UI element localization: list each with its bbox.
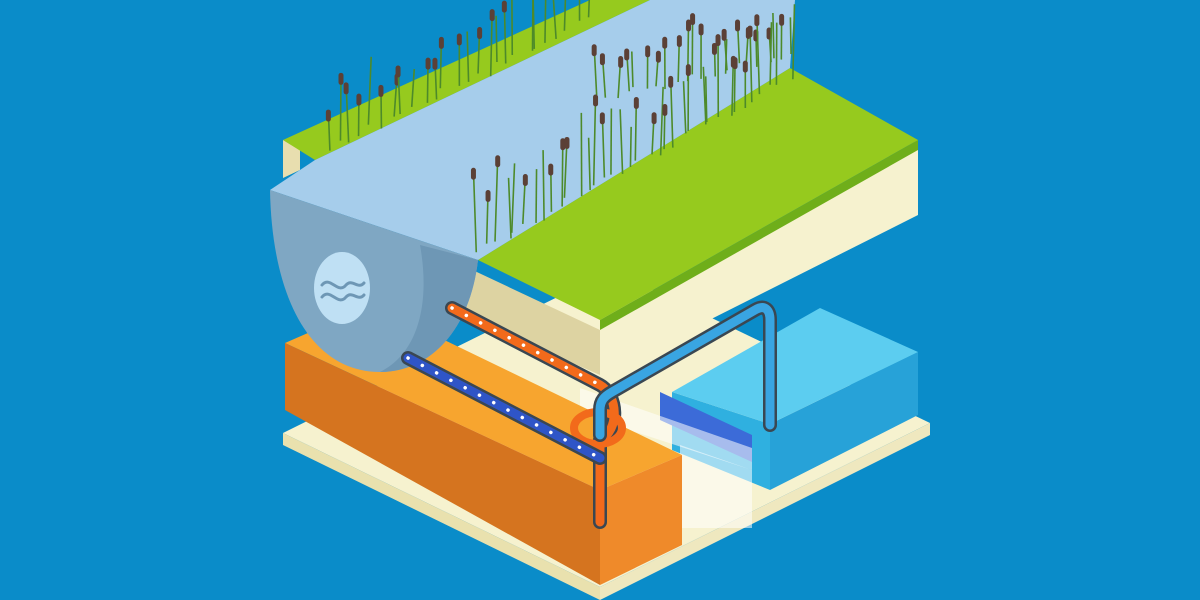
cattail bbox=[599, 53, 607, 98]
cattail bbox=[560, 138, 566, 207]
soil-block-front bbox=[600, 140, 918, 375]
cattail bbox=[702, 66, 707, 125]
cattail bbox=[651, 112, 657, 155]
blue-pipe bbox=[401, 351, 607, 465]
cattail bbox=[489, 9, 495, 77]
cattail bbox=[456, 33, 462, 86]
cattail bbox=[735, 19, 741, 64]
light-blue-pipe bbox=[593, 300, 777, 442]
water-reservoir-right bbox=[770, 352, 918, 490]
cattail bbox=[325, 109, 331, 151]
cattail bbox=[715, 34, 721, 117]
wave-icon bbox=[314, 252, 370, 324]
cattail bbox=[587, 137, 591, 191]
cattail bbox=[587, 0, 591, 18]
cattail bbox=[495, 15, 498, 63]
cattail bbox=[662, 104, 668, 150]
cattail bbox=[754, 14, 761, 95]
cattail bbox=[367, 56, 372, 125]
cattail bbox=[552, 0, 557, 39]
cattail bbox=[432, 57, 438, 100]
cattail bbox=[378, 84, 384, 129]
cattail bbox=[542, 150, 545, 221]
cattail bbox=[544, 0, 547, 43]
cattail bbox=[477, 27, 483, 74]
cattail bbox=[548, 163, 554, 212]
cattail bbox=[662, 36, 668, 90]
cattail bbox=[356, 93, 362, 137]
cattail bbox=[704, 76, 708, 123]
grass-left-bank bbox=[283, 0, 650, 160]
orange-aquifer-front bbox=[285, 343, 600, 585]
cattail bbox=[619, 109, 624, 174]
cattail bbox=[676, 35, 682, 83]
cattail bbox=[510, 163, 516, 233]
cattail bbox=[698, 23, 704, 79]
cattail bbox=[438, 36, 444, 89]
cattail bbox=[343, 82, 350, 143]
cattail bbox=[742, 60, 748, 108]
soil-block-left bbox=[283, 140, 300, 178]
cattail bbox=[494, 155, 501, 242]
cattail bbox=[769, 22, 773, 85]
water-reservoir-top bbox=[672, 308, 918, 424]
cattail bbox=[655, 50, 661, 87]
cattail bbox=[410, 69, 416, 107]
cattail bbox=[563, 136, 570, 198]
cattail-reeds bbox=[325, 0, 796, 253]
cattail bbox=[485, 190, 491, 244]
cattail bbox=[532, 0, 536, 49]
cattail bbox=[531, 0, 534, 51]
cattail bbox=[466, 31, 470, 82]
cattail bbox=[659, 86, 664, 156]
cattail bbox=[633, 97, 639, 161]
cattail bbox=[591, 44, 598, 96]
pipes bbox=[401, 300, 777, 529]
glass-separator-top bbox=[580, 388, 752, 470]
cattail bbox=[629, 126, 632, 168]
glass-separator-front bbox=[680, 445, 752, 528]
cattail bbox=[522, 173, 528, 224]
cattail bbox=[470, 167, 478, 253]
cattail bbox=[645, 45, 651, 89]
cattail bbox=[425, 57, 431, 103]
glass-separator bbox=[580, 388, 752, 528]
cattail bbox=[792, 4, 796, 80]
cattail bbox=[507, 177, 512, 239]
cattail bbox=[617, 55, 624, 99]
orange-aquifer-right bbox=[600, 455, 682, 585]
river-cross-section-shadow bbox=[380, 245, 478, 372]
river bbox=[270, 0, 795, 372]
cattail bbox=[747, 25, 753, 103]
cattail bbox=[685, 64, 691, 131]
cattail bbox=[501, 0, 507, 64]
cattail bbox=[630, 51, 634, 88]
base-slab-right bbox=[600, 423, 930, 600]
cattail bbox=[592, 94, 599, 186]
cattail bbox=[668, 75, 674, 148]
cattail bbox=[563, 0, 567, 31]
cattail bbox=[535, 169, 538, 223]
cattail bbox=[682, 81, 687, 134]
cattail bbox=[690, 13, 696, 75]
cattail bbox=[711, 42, 717, 77]
cattail bbox=[721, 28, 728, 71]
river-surface bbox=[270, 0, 795, 260]
cattail bbox=[338, 72, 344, 141]
cattail bbox=[772, 12, 775, 59]
cattail bbox=[789, 17, 792, 55]
cattail bbox=[624, 48, 631, 92]
cattail bbox=[732, 57, 738, 112]
grass-right-bank bbox=[478, 68, 918, 320]
cattail bbox=[395, 65, 401, 115]
cattail bbox=[779, 13, 785, 60]
cattail bbox=[599, 112, 606, 178]
grass-edge bbox=[600, 140, 918, 330]
base-slab-front bbox=[283, 433, 600, 600]
